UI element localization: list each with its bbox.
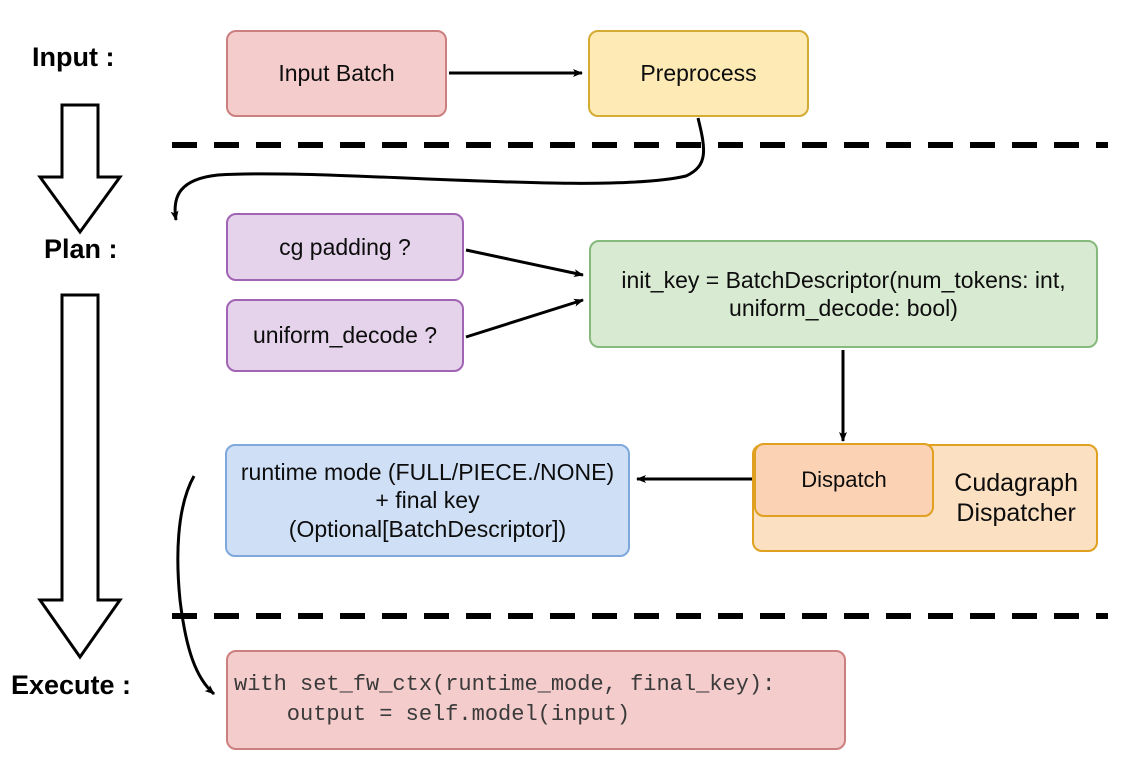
node-cg-padding-label: cg padding ? — [279, 233, 411, 260]
stage-label-execute: Execute : — [11, 670, 132, 700]
plan-to-execute-block-arrow — [37, 293, 123, 660]
node-runtime-mode-label: runtime mode (FULL/PIECE./NONE) + final … — [240, 459, 615, 542]
edge-uniform-decode-to-init-key — [465, 298, 584, 339]
node-input-batch-label: Input Batch — [278, 60, 395, 87]
node-uniform-decode-label: uniform_decode ? — [252, 322, 438, 349]
node-init-key[interactable]: init_key = BatchDescriptor(num_tokens: i… — [589, 240, 1098, 348]
node-dispatch[interactable]: Dispatch — [754, 443, 934, 517]
input-to-plan-block-arrow — [37, 103, 123, 235]
edge-cg-padding-to-init-key — [465, 248, 584, 278]
node-init-key-label: init_key = BatchDescriptor(num_tokens: i… — [621, 266, 1066, 321]
node-uniform-decode[interactable]: uniform_decode ? — [226, 299, 464, 372]
node-runtime-mode[interactable]: runtime mode (FULL/PIECE./NONE) + final … — [225, 444, 630, 557]
node-dispatch-label: Dispatch — [801, 466, 887, 492]
node-cudagraph-dispatcher-label: Cudagraph Dispatcher — [954, 468, 1078, 528]
node-preprocess-label: Preprocess — [640, 60, 757, 87]
node-execute-code-label: with set_fw_ctx(runtime_mode, final_key)… — [234, 672, 776, 727]
node-input-batch[interactable]: Input Batch — [226, 30, 447, 117]
node-cg-padding[interactable]: cg padding ? — [226, 213, 464, 281]
stage-label-input: Input : — [32, 42, 115, 72]
edge-runtime-mode-to-execute-code — [176, 475, 216, 696]
node-execute-code[interactable]: with set_fw_ctx(runtime_mode, final_key)… — [226, 650, 846, 750]
edge-preprocess-to-plan — [170, 117, 706, 221]
node-preprocess[interactable]: Preprocess — [588, 30, 809, 117]
stage-label-plan: Plan : — [44, 234, 118, 264]
